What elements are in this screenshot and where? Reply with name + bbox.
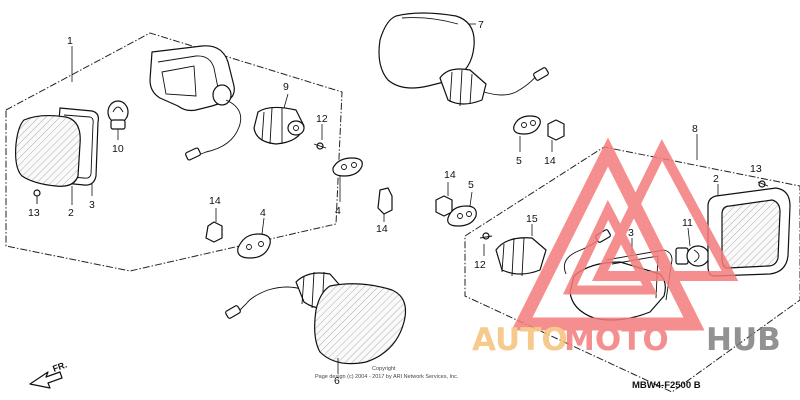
left-lens bbox=[15, 114, 81, 187]
callout-4-left: 4 bbox=[335, 205, 341, 217]
callout-9: 9 bbox=[283, 81, 289, 93]
washer-plate-4-upper bbox=[332, 157, 363, 202]
callout-3-right: 3 bbox=[628, 227, 634, 239]
bulb-10 bbox=[107, 100, 129, 140]
front-direction-arrow-icon bbox=[29, 371, 63, 389]
right-lens-assembly bbox=[707, 184, 791, 277]
callout-14-a: 14 bbox=[376, 223, 388, 235]
turn-signal-6 bbox=[225, 271, 407, 374]
screw-12-left bbox=[313, 124, 327, 150]
copyright-line-1: Copyright bbox=[372, 366, 396, 372]
nut-14-upper-right bbox=[547, 119, 565, 152]
callout-6: 6 bbox=[334, 375, 340, 387]
callout-13-left: 13 bbox=[28, 207, 40, 219]
left-lens-assembly bbox=[15, 107, 99, 205]
washer-plate-4-lower bbox=[237, 217, 271, 259]
watermark-logo: AUTO MOTO HUB bbox=[472, 137, 781, 358]
watermark-triangle-icon bbox=[511, 137, 739, 331]
rubber-mount-15 bbox=[495, 224, 547, 277]
callout-7: 7 bbox=[478, 19, 484, 31]
left-housing bbox=[149, 45, 242, 161]
diagram-code: MBW4-F2500 B bbox=[632, 380, 701, 391]
callout-8: 8 bbox=[692, 123, 698, 135]
left-assembly-frame bbox=[5, 32, 343, 272]
callout-14-d: 14 bbox=[444, 169, 456, 181]
rubber-mount-9 bbox=[253, 93, 305, 145]
callout-2-left: 2 bbox=[68, 207, 74, 219]
right-lens bbox=[721, 199, 781, 269]
callout-3-left: 3 bbox=[89, 199, 95, 211]
callout-12-right: 12 bbox=[474, 259, 486, 271]
callout-1: 1 bbox=[67, 35, 73, 47]
nut-14-right-mid bbox=[435, 182, 453, 217]
callout-5-lower: 5 bbox=[468, 179, 474, 191]
watermark-text-hub: HUB bbox=[706, 322, 781, 358]
screw-13-left bbox=[33, 189, 41, 204]
callout-15: 15 bbox=[526, 213, 538, 225]
nut-14-mid bbox=[377, 187, 393, 222]
direction-label: FR. bbox=[51, 360, 68, 374]
nut-14-lower bbox=[205, 208, 223, 243]
callout-14-c: 14 bbox=[544, 155, 556, 167]
watermark-text-auto: AUTO bbox=[472, 322, 568, 358]
watermark-text-moto: MOTO bbox=[564, 322, 669, 358]
washer-plate-5-upper bbox=[513, 115, 541, 152]
screw-13-right bbox=[757, 180, 769, 188]
callout-4-mid: 4 bbox=[260, 207, 266, 219]
callout-2-right: 2 bbox=[713, 173, 719, 185]
callout-10: 10 bbox=[112, 143, 124, 155]
callout-5-upper: 5 bbox=[516, 155, 522, 167]
screw-12-right bbox=[479, 232, 493, 256]
callout-13-right: 13 bbox=[750, 163, 762, 175]
turn-signal-7 bbox=[378, 12, 549, 107]
copyright-line-2: Page design (c) 2004 - 2017 by ARI Netwo… bbox=[315, 374, 459, 380]
callout-11: 11 bbox=[682, 217, 693, 229]
bulb-11 bbox=[675, 227, 710, 267]
callout-12-left: 12 bbox=[316, 113, 328, 125]
washer-plate-5-lower bbox=[447, 191, 477, 227]
callout-14-b: 14 bbox=[209, 195, 221, 207]
